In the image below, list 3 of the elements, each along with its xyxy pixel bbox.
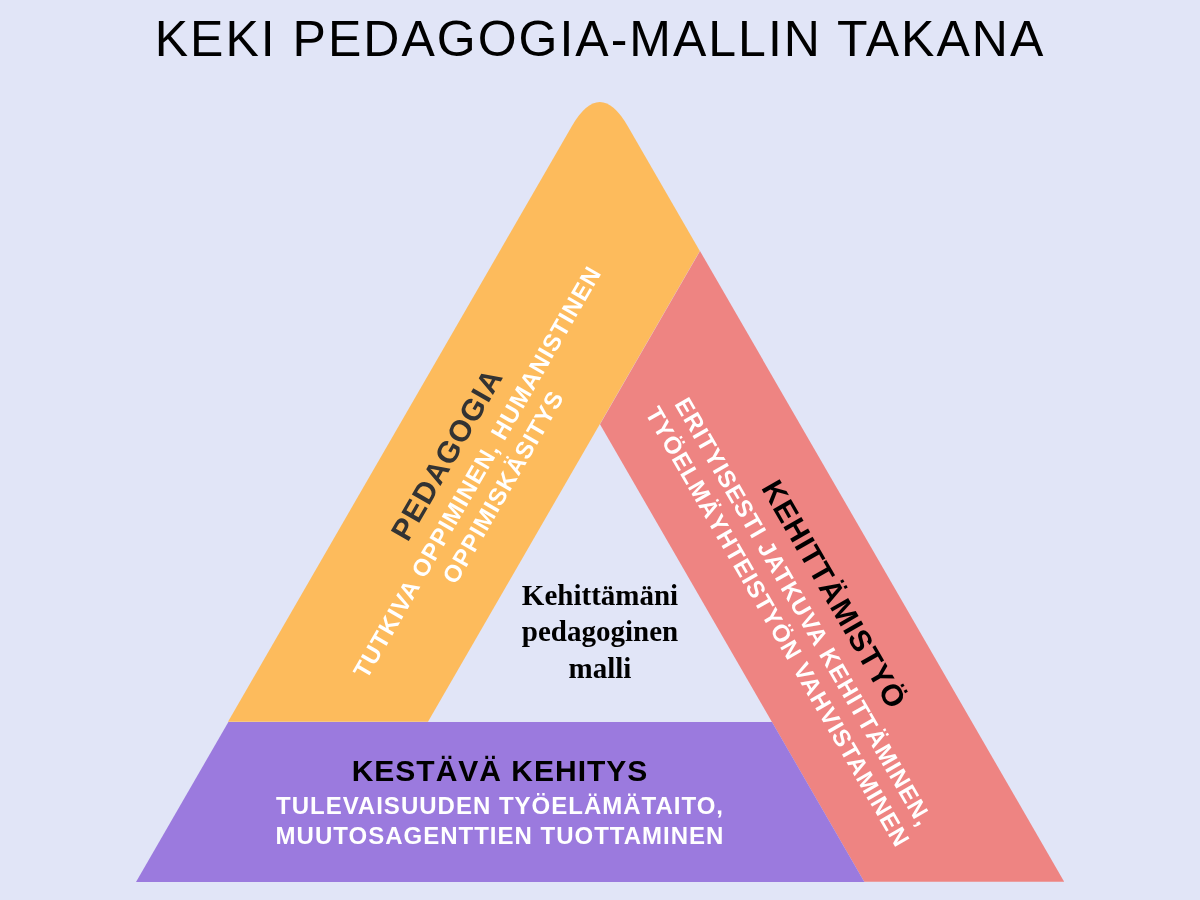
band-heading: KESTÄVÄ KEHITYS bbox=[351, 753, 649, 789]
band-description: TULEVAISUUDEN TYÖELÄMÄTAITO, MUUTOSAGENTTIEN TUOTTAMINEN bbox=[274, 791, 726, 851]
title: KEKI PEDAGOGIA-MALLIN TAKANA bbox=[154, 12, 1046, 67]
